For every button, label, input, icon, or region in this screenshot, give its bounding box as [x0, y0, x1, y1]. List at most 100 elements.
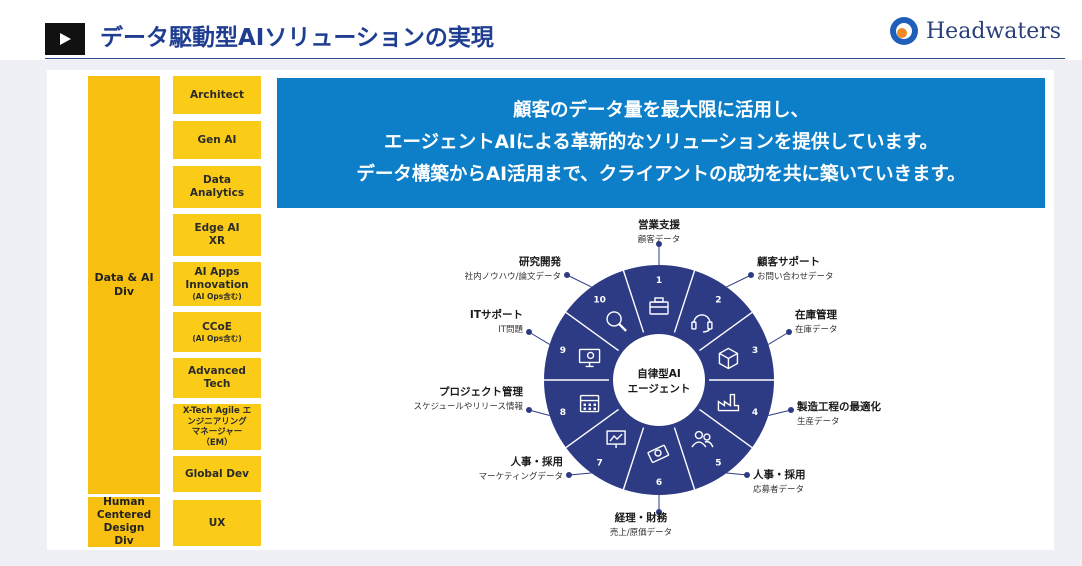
segment-connector	[726, 274, 752, 288]
segment-connector	[768, 331, 790, 345]
segment-dot	[526, 329, 532, 335]
segment-dot	[656, 241, 662, 247]
team-box-xtech-agile-em: X-Tech Agile エ ンジニアリング マネージャー （EM）	[173, 404, 261, 450]
team-box-architect: Architect	[173, 76, 261, 114]
segment-title: 在庫管理	[795, 308, 837, 321]
division-label-line: Div	[113, 285, 135, 298]
segment-number: 7	[597, 459, 603, 469]
team-box-data-analytics: Data Analytics	[173, 166, 261, 208]
team-label: Gen AI	[197, 133, 237, 146]
header: データ駆動型AIソリューションの実現 Headwaters	[0, 0, 1082, 60]
segment-data-label: 社内ノウハウ/論文データ	[465, 271, 561, 282]
segment-title: プロジェクト管理	[439, 385, 523, 398]
segment-data-label: 顧客データ	[638, 234, 681, 245]
segment-number: 2	[715, 295, 721, 305]
box-icon	[718, 347, 739, 370]
segment-dot	[564, 272, 570, 278]
team-label: UX	[208, 516, 226, 529]
team-label: Edge AI	[194, 222, 240, 234]
page-title: データ駆動型AIソリューションの実現	[100, 25, 494, 51]
segment-number: 9	[560, 346, 566, 356]
segment-title: 研究開発	[519, 255, 561, 268]
segment-dot	[748, 272, 754, 278]
team-label: マネージャー	[191, 427, 243, 437]
segment-title: 営業支援	[638, 218, 680, 231]
wheel-center	[613, 334, 705, 426]
wheel-segment-divider	[565, 311, 619, 352]
team-sublabel: (AI Ops含む)	[192, 292, 242, 301]
segment-dot	[656, 509, 662, 515]
team-label: ンジニアリング	[187, 416, 247, 427]
segment-dot	[566, 472, 572, 478]
team-box-gen-ai: Gen AI	[173, 121, 261, 159]
segment-data-label: 在庫データ	[795, 324, 838, 335]
segment-dot	[788, 407, 794, 413]
wheel-segment-divider	[673, 270, 696, 333]
team-box-global-dev: Global Dev	[173, 456, 261, 492]
wheel-segment: 9 ITサポート IT問題	[470, 308, 601, 368]
team-label: X-Tech Agile エ	[182, 406, 252, 416]
division-human-centered-design: Human Centered Design Div	[88, 496, 160, 547]
wheel-segment-divider	[673, 427, 696, 490]
segment-data-label: 生産データ	[797, 416, 840, 427]
briefcase-icon	[649, 297, 669, 315]
team-box-advanced-tech: Advanced Tech	[173, 358, 261, 398]
segment-data-label: お問い合わせデータ	[757, 271, 834, 282]
play-icon	[60, 33, 71, 45]
division-data-ai: Data & AI Div	[88, 76, 160, 494]
company-logo: Headwaters	[888, 14, 1061, 48]
headwaters-logo-icon	[890, 17, 918, 45]
banner-line: 顧客のデータ量を最大限に活用し、	[512, 100, 809, 121]
segment-number: 3	[752, 346, 758, 356]
banner-line: データ構築からAI活用まで、クライアントの成功を共に築いていきます。	[356, 164, 966, 185]
wheel-segment-divider	[622, 270, 645, 333]
segment-title: 製造工程の最適化	[796, 400, 881, 413]
team-sublabel: (AI Ops含む)	[192, 333, 242, 343]
segment-dot	[786, 329, 792, 335]
segment-data-label: IT問題	[498, 325, 523, 335]
team-box-ccoe: CCoE (AI Ops含む)	[173, 312, 261, 352]
team-box-edge-ai-xr: Edge AI XR	[173, 214, 261, 256]
presentation-chart-icon	[606, 430, 626, 449]
segment-dot	[526, 407, 532, 413]
team-label: Tech	[203, 378, 231, 390]
magnifier-icon	[606, 311, 627, 332]
team-label: Analytics	[189, 187, 245, 199]
segment-number: 4	[752, 408, 758, 418]
team-box-ai-apps-innovation: AI Apps Innovation (AI Ops含む)	[173, 262, 261, 306]
wheel-segment-divider	[622, 427, 645, 490]
segment-connector	[568, 472, 592, 476]
wheel-segment-divider	[699, 408, 753, 449]
wheel-segment-divider	[699, 311, 753, 352]
segment-connector	[528, 409, 550, 417]
wheel-segment-divider	[565, 408, 619, 449]
headset-icon	[691, 314, 713, 333]
team-label: （EM）	[201, 437, 233, 448]
money-icon	[647, 444, 670, 464]
segment-data-label: 応募者データ	[753, 484, 804, 495]
segment-connector	[726, 472, 748, 476]
team-label: Global Dev	[185, 467, 249, 480]
team-label: Innovation	[185, 279, 249, 291]
factory-icon	[717, 393, 740, 412]
wheel-center-label: 自律型AI	[637, 367, 681, 380]
segment-title: ITサポート	[470, 308, 523, 321]
segment-dot	[744, 472, 750, 478]
segment-number: 8	[560, 408, 566, 418]
division-label-line: Data & AI	[94, 271, 154, 284]
team-label: Advanced	[188, 365, 246, 377]
team-label: Data	[203, 174, 231, 186]
segment-number: 10	[593, 295, 606, 305]
segment-title: 人事・採用	[511, 455, 564, 468]
segment-connector	[566, 274, 592, 288]
monitor-gear-icon	[578, 348, 601, 368]
title-divider	[45, 58, 1065, 59]
segment-data-label: マーケティングデータ	[479, 471, 563, 482]
segment-title: 経理・財務	[615, 511, 668, 524]
